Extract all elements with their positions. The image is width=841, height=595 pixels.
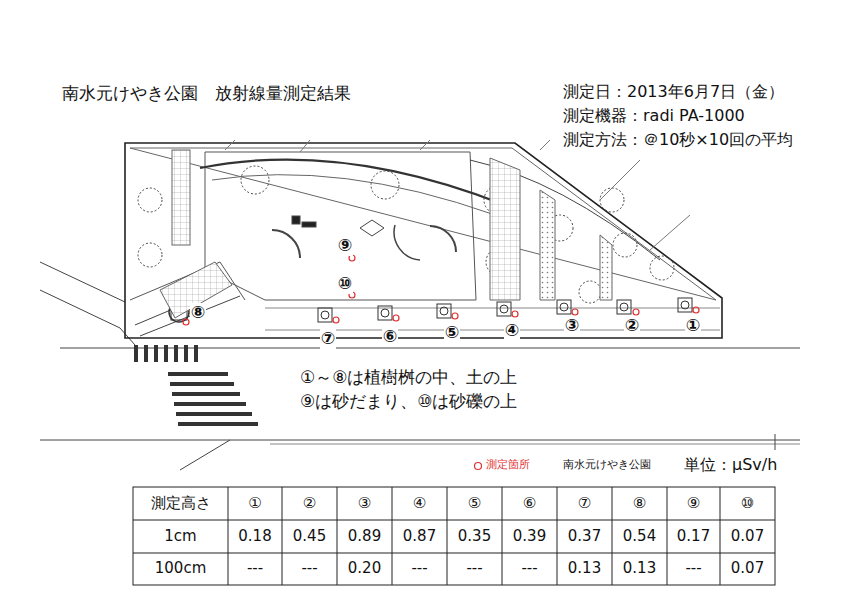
table-cell: 0.45 (293, 528, 326, 545)
table-cell: 0.13 (568, 560, 601, 577)
table-cell: ⑧ (633, 495, 646, 512)
callout-number: ⑤ (444, 323, 460, 343)
table-cell: --- (247, 560, 263, 577)
callout-number: ② (624, 316, 640, 336)
table-cell: --- (521, 560, 537, 577)
table-cell: 0.18 (238, 528, 271, 545)
table-cell: 0.20 (348, 560, 381, 577)
table-cell: 0.35 (458, 528, 491, 545)
table-cell: ④ (413, 495, 426, 512)
table-cell: 0.37 (568, 528, 601, 545)
plan-title: 南水元けやき公園 放射線量測定結果 (62, 84, 351, 104)
table-cell: 0.17 (677, 528, 710, 545)
table-cell: 100cm (155, 560, 207, 577)
note: ⑨は砂だまり、⑩は砂礫の上 (300, 392, 517, 412)
legend-caption: 南水元けやき公園 (563, 459, 651, 472)
legend-text: 測定箇所 (486, 459, 530, 472)
table-cell: --- (685, 560, 701, 577)
table-cell: --- (411, 560, 427, 577)
measure-date: 測定日：2013年6月7日（金） (563, 83, 784, 101)
table-cell: 0.13 (623, 560, 656, 577)
table-cell: ⑥ (523, 495, 536, 512)
callout-number: ④ (504, 321, 520, 341)
measure-method: 測定方法：＠10秒×10回の平均 (563, 131, 793, 149)
table-cell: ② (303, 495, 316, 512)
table-cell: 1cm (164, 528, 196, 545)
callout-number: ⑥ (382, 327, 398, 347)
table-cell: 測定高さ (151, 495, 211, 512)
table-cell: 0.54 (623, 528, 656, 545)
table-cell: 0.89 (348, 528, 381, 545)
callout-number: ⑦ (320, 329, 336, 349)
table-cell: ① (248, 495, 261, 512)
legend-symbol (475, 463, 482, 470)
unit-label: 単位：μSv/h (684, 456, 777, 474)
callout-number: ⑧ (190, 303, 206, 323)
table-cell: 0.87 (403, 528, 436, 545)
note: ①～⑧は植樹桝の中、土の上 (300, 368, 517, 388)
callout-number: ⑩ (337, 274, 353, 294)
table-cell: ⑤ (468, 495, 481, 512)
table-cell: ③ (358, 495, 371, 512)
table-cell: 0.39 (513, 528, 546, 545)
table-cell: --- (301, 560, 317, 577)
table-cell: ⑩ (741, 495, 754, 512)
table-cell: ⑨ (687, 495, 700, 512)
table-cell: ⑦ (578, 495, 591, 512)
callout-number: ③ (564, 316, 580, 336)
table-cell: 0.07 (731, 528, 764, 545)
measure-device: 測定機器：radi PA-1000 (563, 107, 745, 125)
callout-number: ① (685, 316, 701, 336)
table-cell: --- (466, 560, 482, 577)
table-cell: 0.07 (731, 560, 764, 577)
callout-number: ⑨ (337, 236, 353, 256)
